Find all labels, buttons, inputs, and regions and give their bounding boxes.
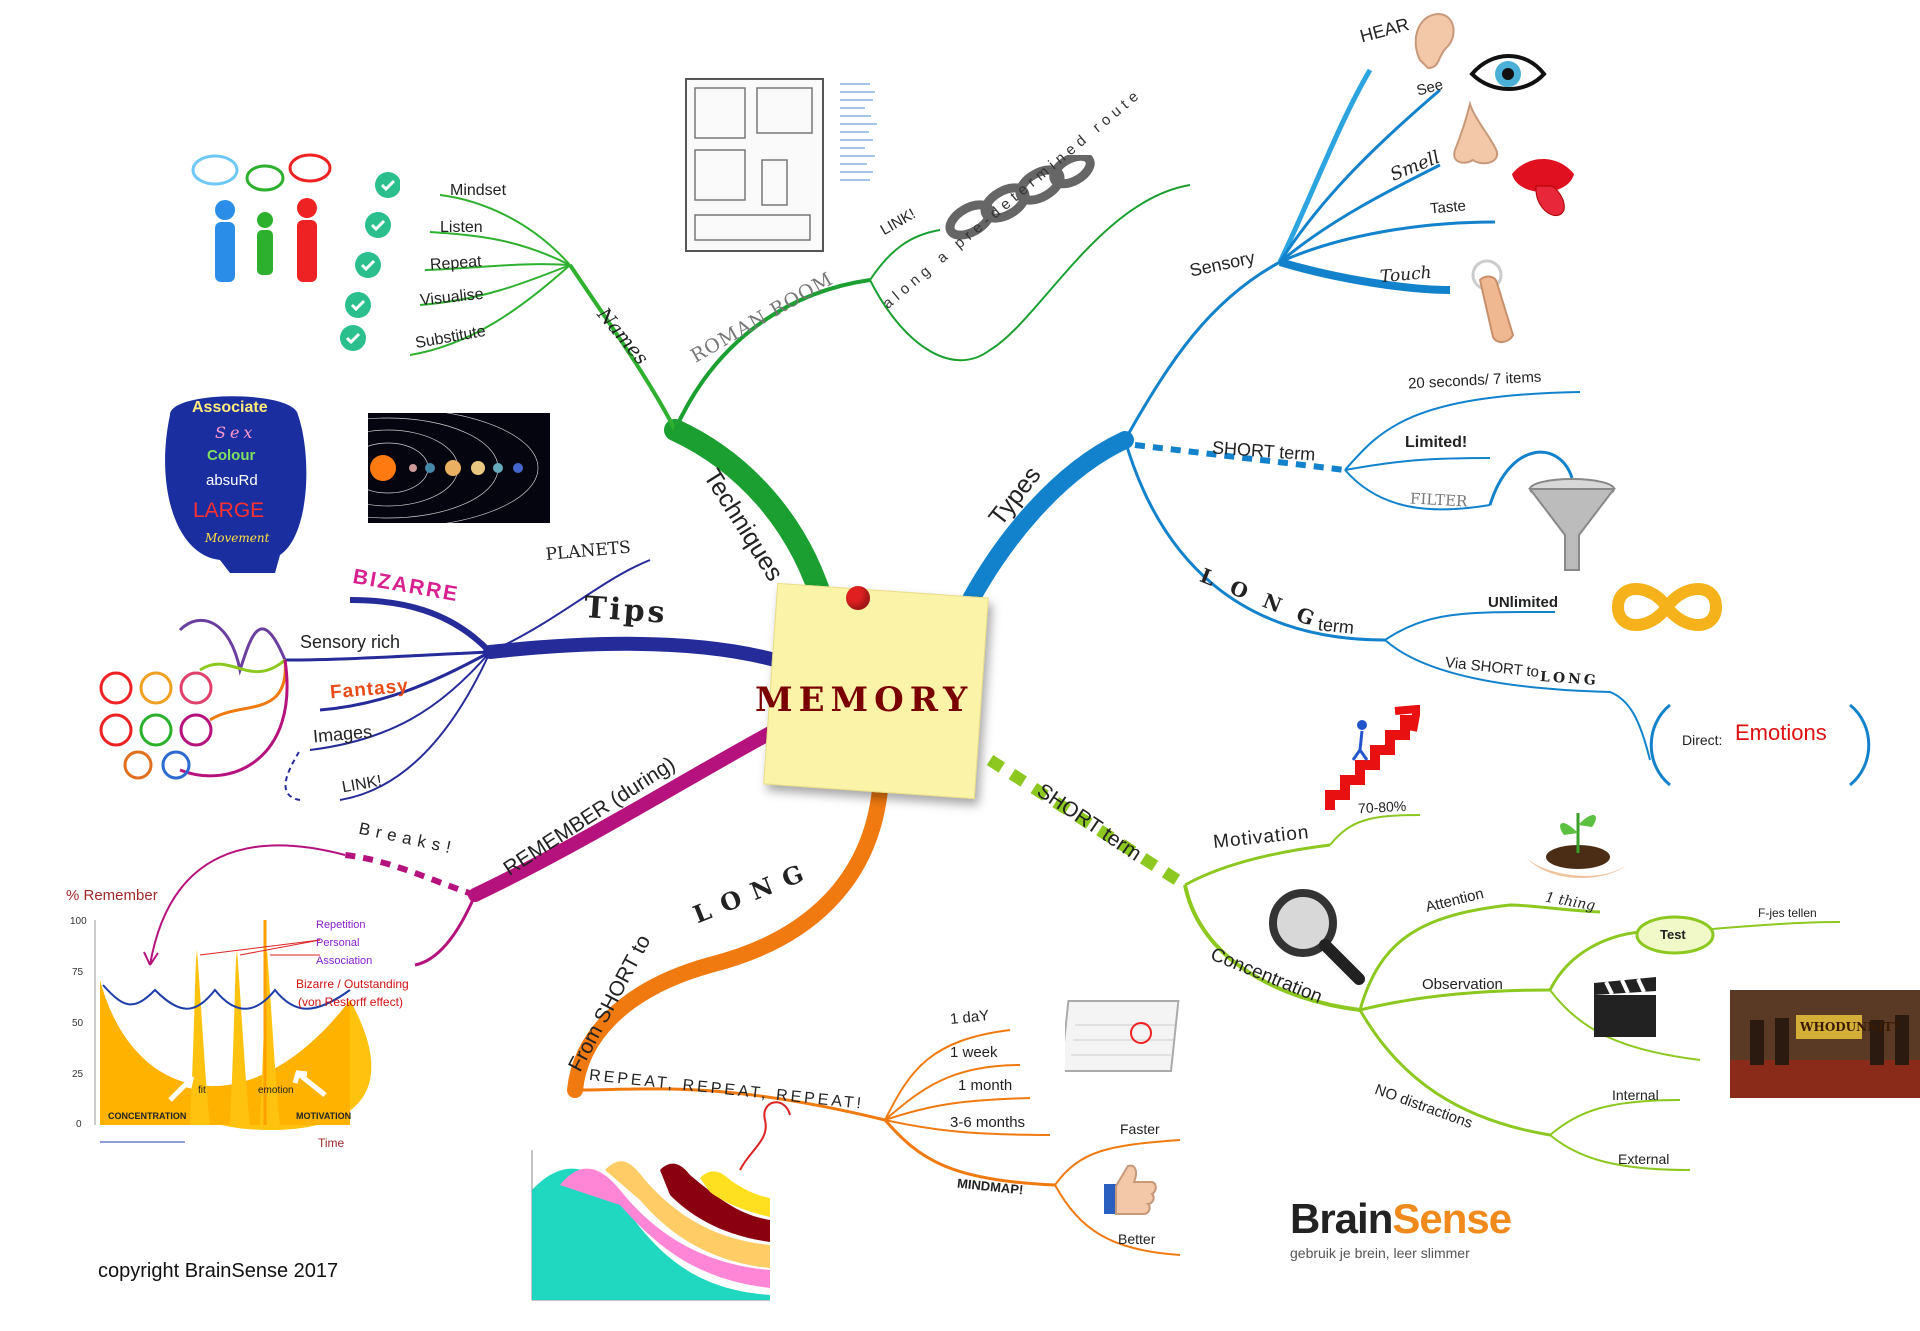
short-test[interactable]: Test — [1660, 927, 1686, 942]
long-term-direct[interactable]: Direct: — [1682, 732, 1723, 748]
infinity-icon — [1610, 575, 1725, 640]
people-talking-icon — [185, 150, 335, 295]
logo-wordmark: BrainSense — [1290, 1195, 1512, 1242]
clapperboard-icon — [1590, 975, 1660, 1040]
brain-word-colour: Colour — [207, 447, 256, 464]
from-item-week[interactable]: 1 week — [950, 1044, 998, 1061]
from-item-month[interactable]: 1 month — [958, 1077, 1013, 1094]
from-item-months[interactable]: 3-6 months — [950, 1114, 1026, 1131]
short-percent[interactable]: 70-80% — [1357, 797, 1407, 817]
long-term-unlimited[interactable]: UNlimited — [1488, 594, 1559, 611]
brain-word-large: LARGE — [193, 499, 265, 522]
graph-emotion: emotion — [258, 1085, 294, 1096]
brainsense-logo: BrainSense gebruik je brein, leer slimme… — [1290, 1195, 1512, 1261]
solar-system-icon — [368, 413, 550, 523]
graph-legend-personal: Personal — [316, 937, 360, 949]
stairs-arrow-icon — [1325, 705, 1420, 815]
long-term-emotions[interactable]: Emotions — [1735, 720, 1827, 745]
brain-word-movement: Movement — [205, 531, 270, 545]
center-topic[interactable]: MEMORY — [755, 680, 974, 720]
thumbs-up-icon — [1100, 1160, 1160, 1220]
graph-xlabel: Time — [318, 1136, 345, 1150]
graph-legend-association: Association — [316, 955, 373, 967]
branch-tips — [483, 636, 782, 667]
branch-names — [568, 263, 677, 431]
whodunnit-title: WHODUNNIT? — [1800, 1020, 1900, 1034]
graph-legend-bizarre: Bizarre / Outstanding — [296, 977, 409, 991]
branch-short-term — [986, 754, 1189, 891]
branch-label-tips[interactable]: Tips — [582, 590, 669, 631]
whodunnit-picture — [1730, 990, 1920, 1098]
brain-word-sex: Sex — [215, 423, 257, 442]
branch-roman-room — [673, 278, 871, 431]
graph-fit: fit — [198, 1085, 206, 1096]
graph-left-label: CONCENTRATION — [108, 1111, 187, 1121]
names-item-listen[interactable]: Listen — [440, 219, 483, 236]
branch-from-short-to-long — [567, 782, 888, 1098]
graph-right-label: MOTIVATION — [296, 1111, 352, 1121]
test-oval — [1635, 915, 1715, 955]
mouth-icon — [1508, 150, 1578, 230]
short-external[interactable]: External — [1618, 1151, 1670, 1167]
tips-images[interactable]: Images — [312, 721, 373, 747]
plant-hand-icon — [1520, 795, 1630, 890]
sensory-item-taste[interactable]: Taste — [1429, 197, 1467, 218]
senses-faces-icon — [98, 670, 213, 780]
graph-legend-repetition: Repetition — [316, 919, 366, 931]
pushpin-icon — [846, 586, 870, 610]
calendar-icon — [1065, 995, 1190, 1075]
branch-types — [951, 431, 1134, 629]
brain-word-associate: Associate — [192, 399, 268, 416]
logo-tagline: gebruik je brein, leer slimmer — [1290, 1245, 1470, 1261]
long-term-term[interactable]: term — [1317, 614, 1355, 638]
from-item-day[interactable]: 1 daY — [949, 1006, 990, 1029]
ear-icon — [1410, 10, 1458, 72]
brain-icon — [150, 385, 315, 585]
sensory-item-touch[interactable]: Touch — [1379, 262, 1433, 288]
short-fjes[interactable]: F-jes tellen — [1758, 906, 1817, 920]
finger-icon — [1465, 255, 1535, 345]
tips-sensory-rich[interactable]: Sensory rich — [300, 632, 401, 652]
from-faster[interactable]: Faster — [1120, 1121, 1160, 1137]
room-list-icon — [835, 78, 895, 198]
short-term-filter[interactable]: FILTER — [1409, 489, 1468, 511]
graph-ytick-25: 25 — [72, 1069, 84, 1080]
brain-word-absurd: absuRd — [206, 472, 258, 489]
checkmark-icons — [340, 170, 400, 360]
names-item-mindset[interactable]: Mindset — [450, 182, 507, 199]
branch-remember — [468, 718, 792, 902]
branch-techniques — [664, 419, 836, 621]
short-internal[interactable]: Internal — [1612, 1087, 1659, 1103]
long-term-via-long[interactable]: LONG — [1539, 668, 1600, 690]
graph-ytick-0: 0 — [76, 1119, 82, 1130]
graph-ytick-75: 75 — [72, 967, 84, 978]
copyright-text: copyright BrainSense 2017 — [98, 1260, 339, 1282]
floor-plan-icon — [685, 78, 824, 252]
chain-icon — [940, 155, 1100, 245]
short-term-limited[interactable]: Limited! — [1405, 434, 1468, 451]
magnifier-icon — [1265, 885, 1365, 985]
nose-icon — [1445, 100, 1505, 170]
funnel-icon — [1525, 475, 1620, 575]
eye-icon — [1468, 50, 1548, 95]
from-better[interactable]: Better — [1118, 1231, 1156, 1247]
graph-ytick-50: 50 — [72, 1018, 84, 1029]
graph-legend-restorff: (von Restorff effect) — [298, 995, 403, 1009]
graph-ytick-100: 100 — [70, 916, 87, 927]
remember-graph — [94, 920, 372, 1143]
short-observation[interactable]: Observation — [1422, 976, 1503, 993]
forgetting-curve-graph — [531, 1101, 791, 1301]
graph-ylabel: % Remember — [66, 887, 158, 904]
